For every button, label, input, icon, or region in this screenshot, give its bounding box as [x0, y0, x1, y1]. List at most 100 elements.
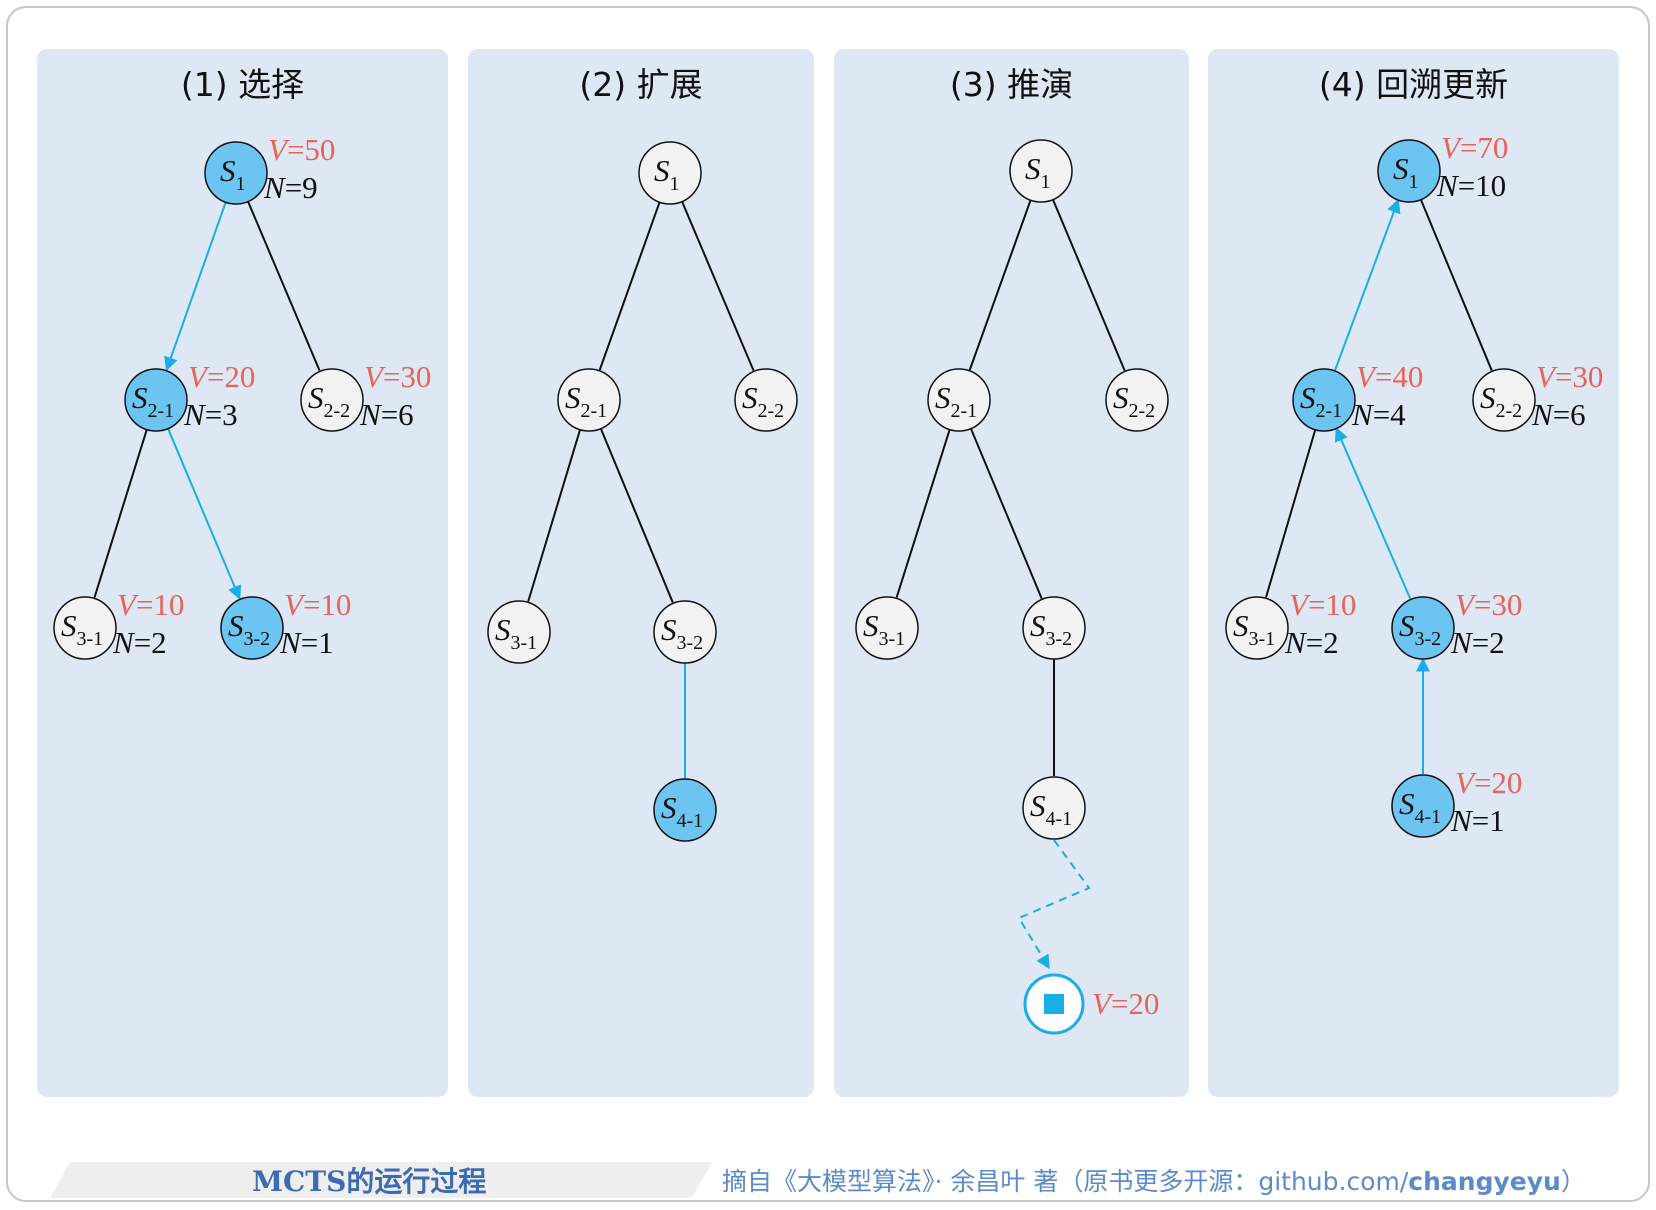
- node-circle: [220, 596, 284, 660]
- value-label: V=30: [364, 359, 431, 394]
- node-circle: [1022, 776, 1086, 840]
- source-credit: 摘自《大模型算法》· 余昌叶 著（原书更多开源：github.com/chang…: [722, 1162, 1586, 1198]
- node-label: S3-2: [228, 608, 270, 650]
- node-circle: [653, 778, 717, 842]
- edge-s1-s21: [1334, 198, 1401, 371]
- edge-s1-s22: [247, 201, 321, 371]
- node-s31: S3-1V=10N=2: [1225, 587, 1356, 660]
- node-label: S2-1: [565, 380, 607, 422]
- node-s21: S2-1V=20N=3: [124, 359, 255, 432]
- panel-title: (3) 推演: [950, 65, 1073, 104]
- node-label: S3-2: [661, 612, 703, 654]
- node-label: S2-2: [1480, 380, 1522, 422]
- rollout-path: [1017, 839, 1091, 970]
- value-label: V=30: [1455, 587, 1522, 622]
- node-circle: [927, 368, 991, 432]
- footer-band: [50, 1162, 712, 1198]
- edge-s21-s31: [527, 429, 582, 602]
- panel-background: [1208, 49, 1619, 1097]
- node-label: S2-1: [1300, 380, 1342, 422]
- node-s41: S4-1: [1022, 776, 1086, 840]
- visit-label: N=2: [112, 625, 167, 660]
- value-label: V=10: [117, 587, 184, 622]
- edge-s21-s32: [599, 428, 674, 603]
- node-circle: [300, 368, 364, 432]
- edge-s1-s22: [1419, 199, 1493, 371]
- edge-s1-s21: [968, 199, 1032, 371]
- visit-label: N=1: [279, 625, 334, 660]
- value-label: V=30: [1536, 359, 1603, 394]
- node-s41: S4-1: [653, 778, 717, 842]
- node-circle: [734, 368, 798, 432]
- value-label: V=70: [1441, 130, 1508, 165]
- node-s1: S1: [1009, 139, 1073, 203]
- node-circle: [855, 596, 919, 660]
- edge-s1-s21: [164, 201, 227, 372]
- node-s21: S2-1: [557, 368, 621, 432]
- node-label: S3-1: [61, 608, 103, 650]
- panel-title: (4) 回溯更新: [1319, 65, 1508, 104]
- visit-label: N=4: [1351, 397, 1406, 432]
- edge-s1-s22: [1052, 199, 1126, 371]
- edge-s21-s32: [167, 428, 242, 600]
- node-circle: [557, 368, 621, 432]
- node-circle: [1377, 139, 1441, 203]
- edge-s21-s31: [93, 429, 148, 598]
- panel-background: [834, 49, 1189, 1097]
- node-s1: S1: [638, 141, 702, 205]
- node-s32: S3-2: [653, 600, 717, 664]
- node-s22: S2-2: [734, 368, 798, 432]
- node-circle: [1391, 774, 1455, 838]
- visit-label: N=6: [359, 397, 414, 432]
- terminal-value: V=20: [1092, 986, 1159, 1021]
- figure-caption: MCTS的运行过程: [252, 1165, 487, 1198]
- node-s32: S3-2: [1022, 596, 1086, 660]
- visit-label: N=9: [263, 170, 318, 205]
- node-label: S3-1: [1233, 608, 1275, 650]
- value-label: V=40: [1356, 359, 1423, 394]
- edge-s21-s31: [1265, 429, 1317, 598]
- credit-author: changyeyu: [1408, 1167, 1561, 1196]
- credit-suffix: ）: [1560, 1167, 1586, 1196]
- node-s1: S1V=70N=10: [1377, 130, 1508, 203]
- node-circle: [653, 600, 717, 664]
- panel-background: [468, 49, 814, 1097]
- node-label: S2-2: [308, 380, 350, 422]
- node-s21: S2-1: [927, 368, 991, 432]
- edge-s1-s21: [598, 201, 661, 371]
- value-label: V=10: [284, 587, 351, 622]
- panel-background: [37, 49, 448, 1097]
- node-label: S1: [1025, 151, 1051, 193]
- visit-label: N=3: [183, 397, 238, 432]
- node-s31: S3-1: [855, 596, 919, 660]
- visit-label: N=2: [1450, 625, 1505, 660]
- node-s31: S3-1: [487, 600, 551, 664]
- node-s22: S2-2: [1105, 368, 1169, 432]
- node-circle: [1391, 596, 1455, 660]
- node-label: S3-1: [863, 608, 905, 650]
- node-label: S2-2: [1113, 380, 1155, 422]
- node-label: S1: [220, 153, 246, 195]
- value-label: V=10: [1289, 587, 1356, 622]
- node-s32: S3-2 V=10N=1: [220, 587, 351, 660]
- node-label: S3-1: [495, 612, 537, 654]
- node-s1: S1 V=50N=9: [204, 132, 335, 205]
- node-circle: [1105, 368, 1169, 432]
- node-s22: S2-2V=30N=6: [1472, 359, 1603, 432]
- value-label: V=50: [268, 132, 335, 167]
- node-label: S1: [1393, 151, 1419, 193]
- value-label: V=20: [1455, 765, 1522, 800]
- panel-title: (2) 扩展: [579, 65, 702, 104]
- node-s32: S3-2V=30N=2: [1391, 587, 1522, 660]
- node-s41: S4-1V=20N=1: [1391, 765, 1522, 838]
- node-label: S3-2: [1030, 608, 1072, 650]
- node-circle: [124, 368, 188, 432]
- node-circle: [1009, 139, 1073, 203]
- node-circle: [638, 141, 702, 205]
- edge-s21-s32: [970, 428, 1043, 599]
- edge-s21-s32: [1334, 427, 1412, 600]
